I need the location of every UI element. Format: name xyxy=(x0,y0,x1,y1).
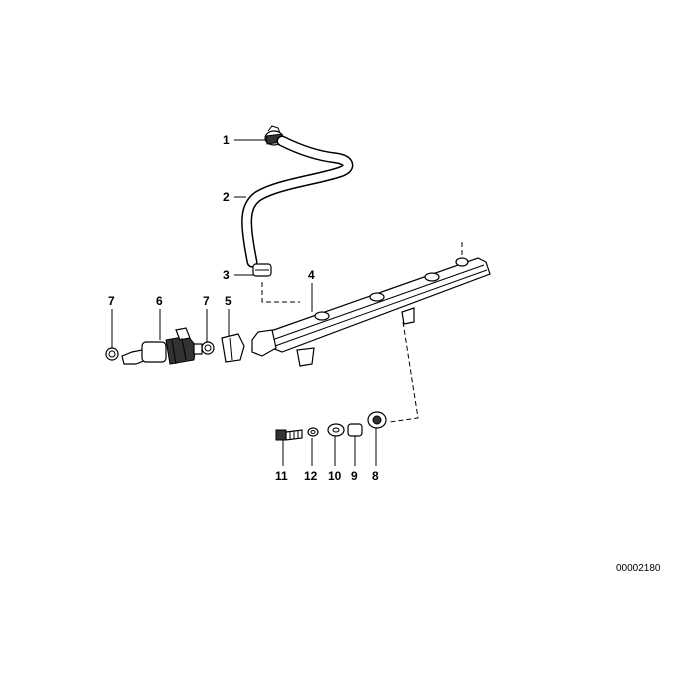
washer-small xyxy=(307,427,319,437)
callout-labels: 1 2 3 4 5 6 7 7 8 9 10 11 12 xyxy=(108,133,379,483)
leader-lines xyxy=(111,139,377,466)
callout-7-left: 7 xyxy=(108,294,115,308)
callout-8: 8 xyxy=(372,469,379,483)
callout-7-right: 7 xyxy=(203,294,210,308)
hex-nut xyxy=(367,411,387,429)
fuel-injector xyxy=(121,327,203,365)
retaining-clip xyxy=(221,333,245,363)
bushing xyxy=(347,423,363,437)
callout-9: 9 xyxy=(351,469,358,483)
fuel-rail xyxy=(251,257,491,367)
washer-large xyxy=(327,423,345,437)
document-id: 00002180 xyxy=(616,563,661,574)
callout-12: 12 xyxy=(304,469,318,483)
hose-end-fitting xyxy=(252,263,272,277)
callout-5: 5 xyxy=(225,294,232,308)
bolt xyxy=(275,429,303,441)
assembly-lines xyxy=(261,242,463,423)
o-ring-right xyxy=(201,341,215,355)
callout-10: 10 xyxy=(328,469,342,483)
callout-2: 2 xyxy=(223,190,230,204)
callout-1: 1 xyxy=(223,133,230,147)
callout-4: 4 xyxy=(308,268,315,282)
callout-3: 3 xyxy=(223,268,230,282)
o-ring-left xyxy=(105,347,119,361)
callout-6: 6 xyxy=(156,294,163,308)
vacuum-hose xyxy=(241,135,354,268)
callout-11: 11 xyxy=(275,469,288,483)
